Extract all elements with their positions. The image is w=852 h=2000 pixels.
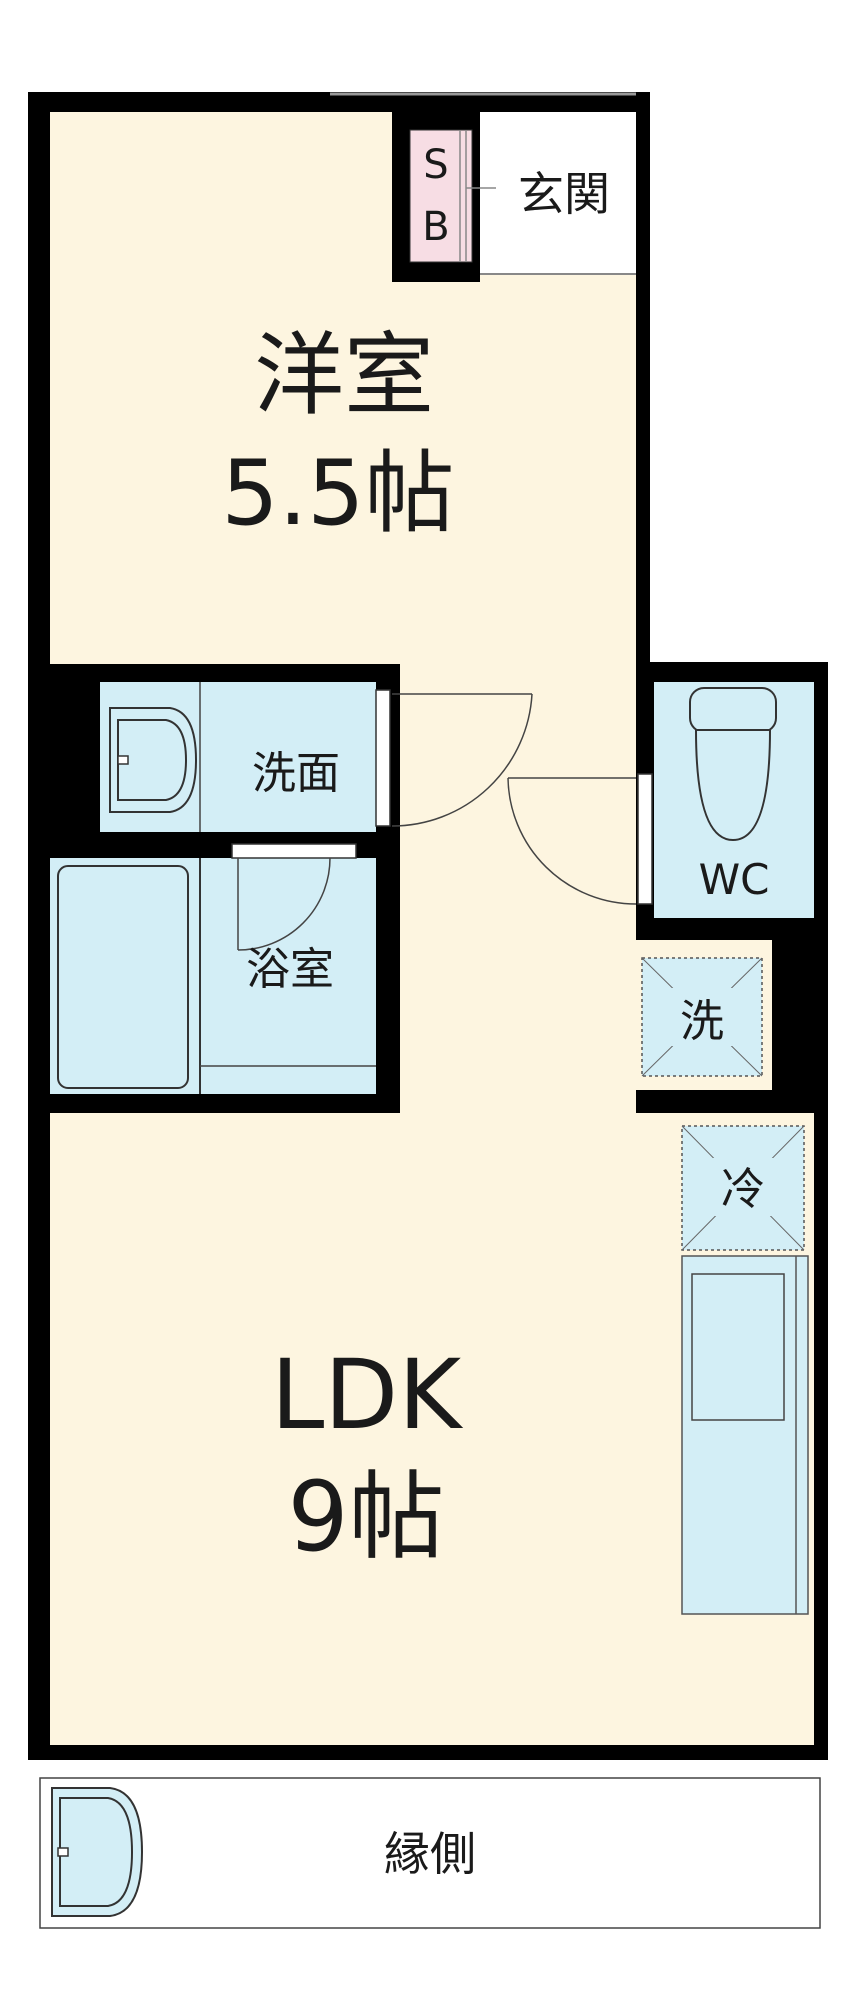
veranda-sink-basin-icon [59,1797,134,1907]
washroom-area [100,682,533,832]
ldk-size: 9帖 [287,1461,444,1573]
veranda-faucet-icon [57,1847,69,1857]
kitchen-area [681,1125,809,1615]
fridge-label: 冷 [721,1164,765,1215]
bathroom-label: 浴室 [246,944,334,995]
washroom-door-frame [375,689,391,827]
toilet-label: WC [699,855,770,904]
washer-area [641,957,763,1077]
washroom-door-swing [391,693,533,827]
shoe-box [409,129,473,263]
corridor-floor [400,660,636,1120]
shoe-box-label-s: S [423,142,448,188]
entrance-label: 玄関 [518,167,610,221]
veranda-label: 縁側 [384,1827,476,1881]
toilet-tank-icon [689,687,777,733]
western-room-size: 5.5帖 [221,441,454,546]
sink-basin-icon [117,719,188,801]
kitchen-sink-icon [691,1273,785,1421]
entrance-floor [480,112,636,274]
bathtub-icon [57,865,189,1089]
toilet-door-swing [507,777,637,905]
western-room-name: 洋室 [254,323,434,428]
shoe-box-label-b: B [422,204,449,250]
washer-label: 洗 [680,996,724,1047]
toilet-area [507,682,814,918]
washer-label-bg [668,988,736,1046]
sink-icon [109,707,198,813]
bathroom-area [50,843,376,1094]
faucet-icon [117,755,129,765]
floors [50,112,814,1745]
entrance-area [330,92,636,282]
ldk-name: LDK [271,1339,463,1451]
fridge-label-bg [710,1158,776,1216]
toilet-door-frame [637,773,653,905]
veranda-sink-icon [51,1787,144,1917]
toilet-bowl-icon [694,729,772,842]
bathroom-door-frame [231,843,357,859]
washroom-label: 洗面 [252,748,340,799]
veranda-area [39,1777,821,1929]
bathroom-door-swing [237,857,331,951]
veranda-floor [39,1777,821,1929]
labels: 洋室 5.5帖 玄関 S B 洗面 浴室 WC 洗 冷 LDK 9帖 縁側 [221,142,769,1881]
